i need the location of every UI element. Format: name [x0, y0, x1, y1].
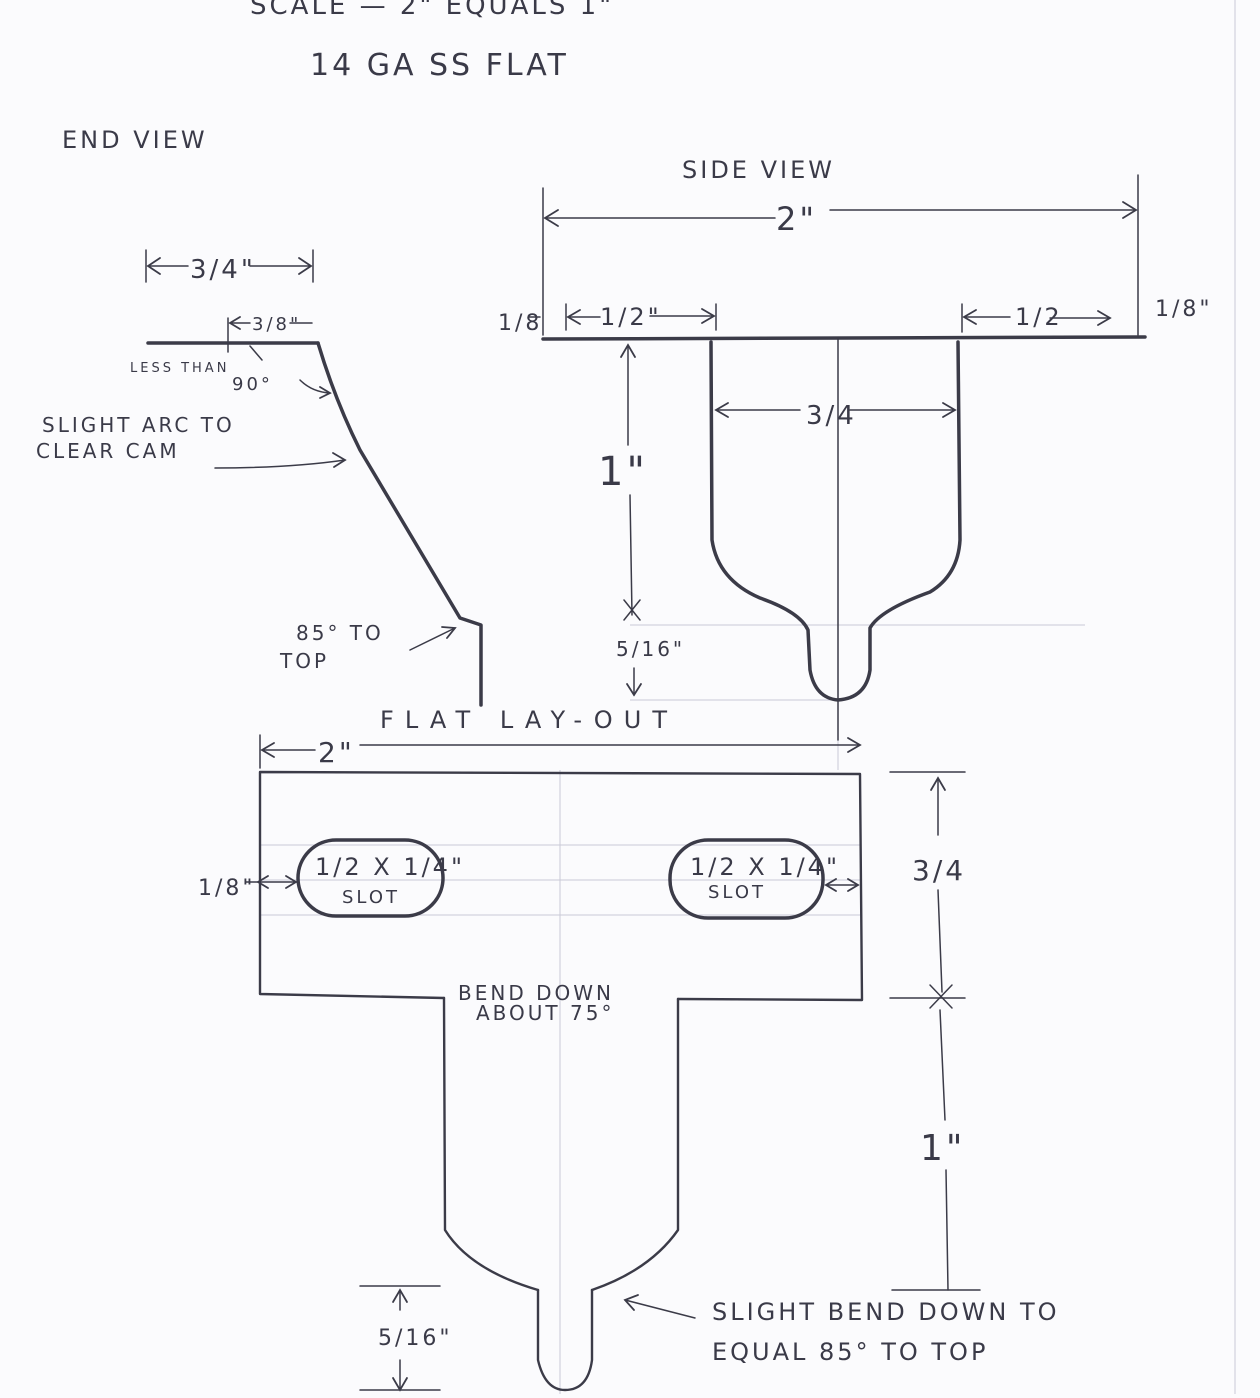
construction-lines: [260, 0, 1236, 1394]
side-view-total-dim: 2": [776, 200, 817, 238]
bend-note-2: ABOUT 75°: [476, 1001, 614, 1025]
side-view-left-edge-dim: 1/8: [498, 311, 542, 336]
end-view-arc-note-2: CLEAR CAM: [36, 439, 180, 463]
side-view-height-dim: 1": [598, 449, 648, 495]
end-view-angle-note: LESS THAN: [130, 361, 229, 376]
right-slot-label: SLOT: [708, 882, 766, 903]
scale-note: SCALE — 2" EQUALS 1": [250, 0, 614, 21]
end-view-width-dim: 3/4": [190, 255, 256, 285]
side-view-tab-width-dim: 3/4: [806, 401, 857, 431]
bend-note-1: BEND DOWN: [458, 981, 614, 1005]
side-view-title: SIDE VIEW: [682, 156, 835, 184]
end-view-tip-note-2: TOP: [279, 649, 329, 673]
end-view-arc-note-1: SLIGHT ARC TO: [42, 413, 235, 437]
flat-layout-depth-dim: 3/4: [912, 854, 966, 887]
side-view-tip-dim: 5/16": [616, 637, 685, 661]
side-view: SIDE VIEW 2" 1/8 1/2" 1/2 1/8": [498, 156, 1213, 741]
tip-bend-note-1: SLIGHT BEND DOWN TO: [712, 1298, 1060, 1326]
flat-layout: FLAT LAY-OUT 2" 1/2 X 1/4" SLOT 1/2 X 1/…: [198, 706, 1060, 1392]
side-view-left-flange-dim: 1/2": [600, 303, 662, 331]
right-slot-size: 1/2 X 1/4": [690, 853, 840, 881]
end-view-tip-note-1: 85° TO: [296, 621, 384, 645]
tip-bend-note-2: EQUAL 85° TO TOP: [712, 1338, 988, 1366]
end-view-inner-dim: 3/8": [252, 314, 301, 335]
end-view: END VIEW 3/4" 3/8" LESS THAN 90° SLIGHT …: [36, 126, 483, 707]
side-view-right-edge-dim: 1/8": [1155, 297, 1213, 322]
end-view-angle-value: 90°: [232, 374, 273, 395]
side-view-right-flange-dim: 1/2: [1015, 303, 1063, 331]
flat-layout-tip-dim: 5/16": [378, 1326, 453, 1351]
flat-layout-tab-length-dim: 1": [920, 1128, 965, 1169]
flat-layout-edge-dim: 1/8": [198, 876, 256, 901]
end-view-title: END VIEW: [62, 126, 208, 154]
flat-layout-width-dim: 2": [318, 736, 355, 769]
left-slot-label: SLOT: [342, 887, 400, 908]
material-note: 14 GA SS FLAT: [310, 48, 569, 83]
left-slot-size: 1/2 X 1/4": [315, 853, 465, 881]
flat-layout-title: FLAT LAY-OUT: [380, 706, 670, 734]
